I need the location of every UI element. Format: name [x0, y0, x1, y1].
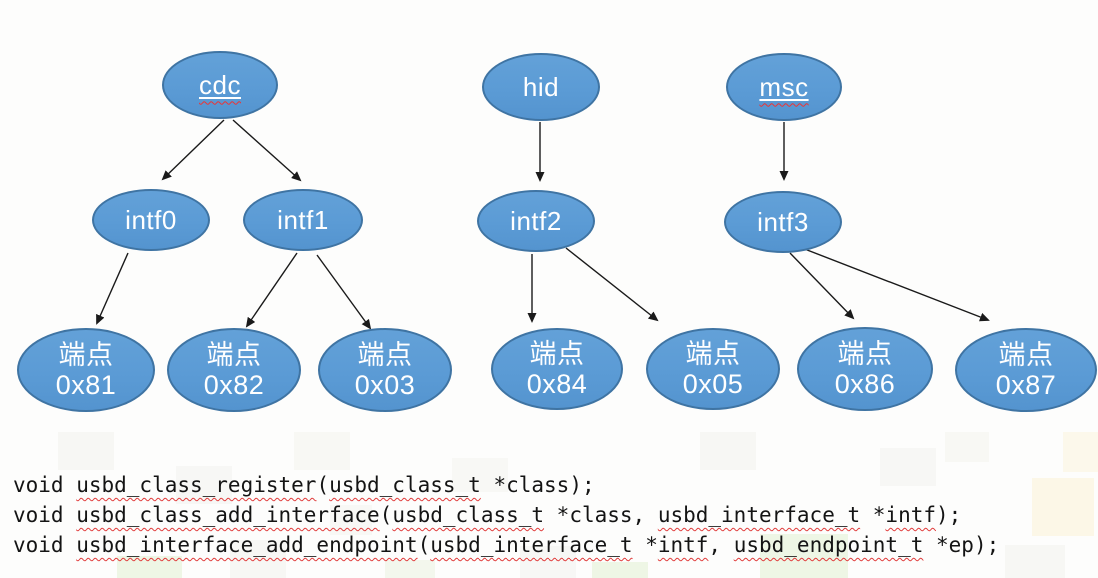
node-label: 端点 — [58, 340, 114, 370]
code-token: *ep); — [923, 533, 1000, 557]
code-token: , — [708, 533, 734, 557]
background-tile — [58, 432, 114, 470]
background-tile — [1063, 432, 1098, 472]
code-token: *class); — [480, 473, 595, 497]
background-tile — [592, 562, 648, 578]
node-label: 端点 — [357, 340, 413, 370]
node-msc: msc — [726, 53, 842, 121]
code-token: ); — [936, 503, 962, 527]
code-token-misspelled: intf — [657, 533, 709, 557]
arrow-intf0-to-ep81 — [96, 252, 129, 325]
arrow-intf3-to-ep87 — [801, 247, 990, 322]
background-tile — [945, 432, 989, 462]
arrow-cdc-to-intf0 — [161, 119, 225, 181]
node-label: intf0 — [125, 204, 177, 235]
code-token: *class, — [544, 503, 658, 527]
node-label: 端点 — [685, 339, 741, 369]
code-token-misspelled: usbd_class_t — [329, 473, 481, 497]
node-label: msc — [759, 71, 809, 102]
code-token-misspelled: usbd_interface_t — [430, 533, 633, 557]
code-line: void usbd_class_add_interface(usbd_class… — [13, 500, 999, 530]
node-label-line2: 0x03 — [354, 370, 416, 400]
background-tile — [1032, 478, 1094, 536]
node-label-line2: 0x82 — [203, 370, 265, 400]
spellcheck-underline: cdc — [199, 69, 241, 100]
code-token-misspelled: intf — [885, 503, 936, 527]
background-tile — [294, 432, 350, 470]
node-label-line2: 0x81 — [55, 370, 117, 400]
node-label-line2: 0x86 — [834, 369, 896, 399]
spellcheck-underline: msc — [759, 71, 809, 102]
background-tile — [1005, 545, 1065, 578]
code-token-misspelled: usbd_class_add_interface — [76, 503, 380, 527]
arrow-intf3-to-ep86 — [789, 252, 855, 320]
code-token: void — [13, 533, 77, 557]
node-label: 端点 — [837, 339, 893, 369]
arrow-cdc-to-intf1 — [232, 119, 302, 182]
code-snippet: void usbd_class_register(usbd_class_t *c… — [13, 470, 999, 560]
code-token: ( — [379, 503, 393, 527]
arrow-intf1-to-ep82 — [245, 252, 298, 328]
node-intf0: intf0 — [92, 189, 210, 251]
code-line: void usbd_interface_add_endpoint(usbd_in… — [13, 530, 999, 560]
node-cdc: cdc — [162, 51, 278, 119]
code-token: * — [632, 533, 658, 557]
code-token-misspelled: usbd_interface_t — [657, 503, 861, 527]
code-token-misspelled: usbd_interface_add_endpoint — [76, 533, 418, 557]
background-tile — [385, 560, 435, 578]
node-label-line2: 0x87 — [995, 370, 1057, 400]
node-label: 端点 — [998, 340, 1054, 370]
code-token-misspelled: usbd_endpoint_t — [733, 533, 924, 557]
node-label-line2: 0x05 — [682, 369, 744, 399]
node-label: hid — [522, 71, 560, 102]
code-line: void usbd_class_register(usbd_class_t *c… — [13, 470, 999, 500]
code-token-misspelled: usbd_class_register — [76, 473, 317, 497]
code-token: ( — [316, 473, 330, 497]
node-label: intf1 — [277, 204, 329, 235]
node-label: cdc — [199, 69, 241, 100]
code-token-misspelled: usbd_class_t — [392, 503, 545, 527]
arrow-intf1-to-ep03 — [316, 254, 372, 330]
node-intf3: intf3 — [724, 191, 842, 253]
background-tile — [700, 432, 756, 470]
code-token: void — [13, 503, 77, 527]
node-label-line2: 0x84 — [526, 369, 588, 399]
node-intf1: intf1 — [243, 189, 363, 251]
node-intf2: intf2 — [477, 190, 595, 252]
node-label: intf2 — [510, 205, 562, 236]
node-label: 端点 — [529, 339, 585, 369]
code-token: ( — [417, 533, 431, 557]
code-token: void — [13, 473, 77, 497]
node-label: intf3 — [757, 206, 809, 237]
code-token: * — [860, 503, 886, 527]
node-label: 端点 — [206, 340, 262, 370]
arrow-intf2-to-ep05 — [565, 247, 659, 322]
node-hid: hid — [482, 53, 600, 121]
